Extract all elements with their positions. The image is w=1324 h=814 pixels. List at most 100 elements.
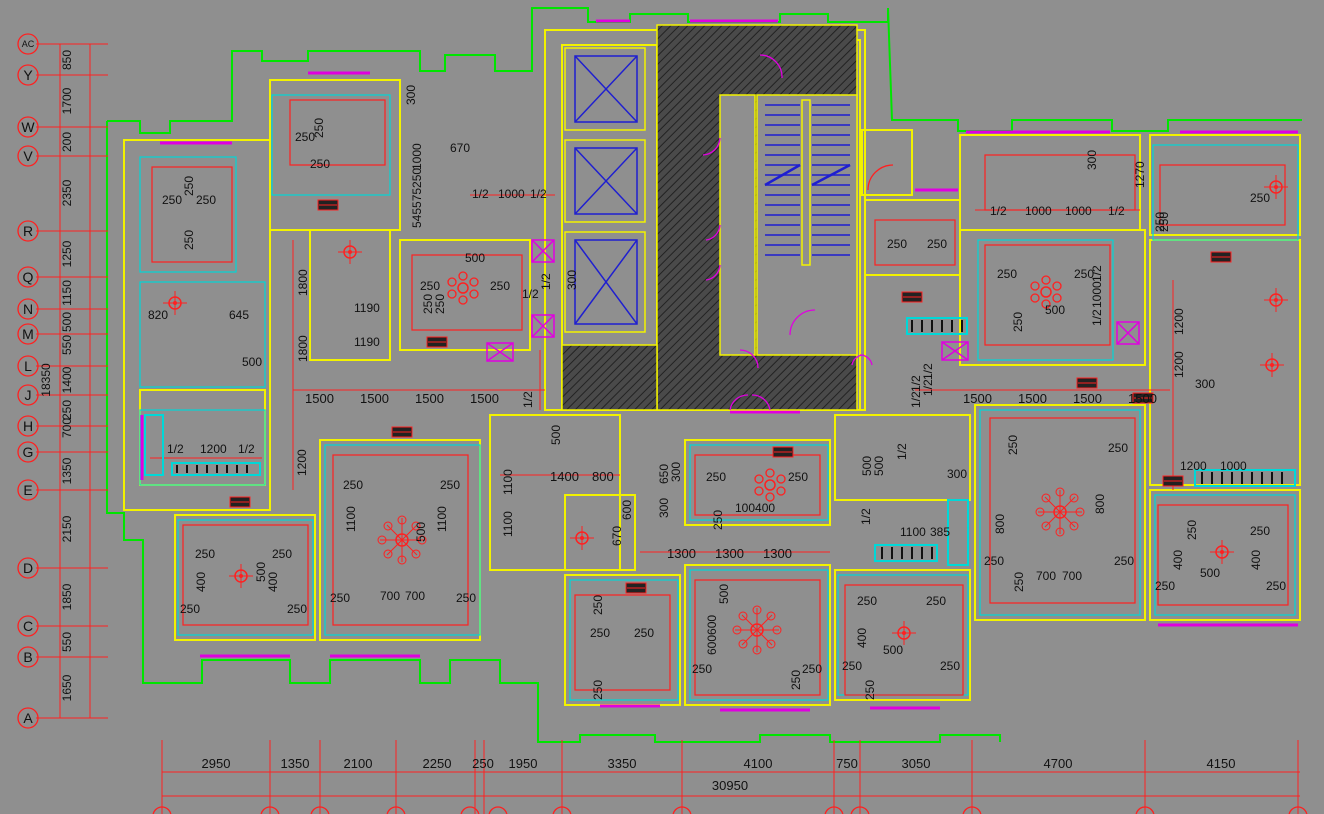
dim-label: 1190	[354, 301, 380, 315]
dim-label: 250	[196, 193, 216, 207]
dim-label: 1300	[715, 546, 744, 561]
dim-label: 250	[857, 594, 877, 608]
dim-label: 300	[947, 467, 967, 481]
dim-label: 250	[927, 237, 947, 251]
dim-label: 1500	[360, 391, 389, 406]
row-dim-1: 850	[60, 50, 74, 70]
dim-label: 600600	[705, 615, 719, 655]
row-label-h: H	[23, 418, 33, 434]
dim-label: 250	[1250, 191, 1270, 205]
dim-label: 1/2	[921, 379, 935, 396]
stairs	[764, 99, 851, 266]
dim-label: 250	[788, 470, 808, 484]
dim-label: 250	[1074, 267, 1094, 281]
dim-label: 1400	[550, 469, 579, 484]
dim-label: 1200	[1180, 459, 1207, 473]
dim-label: 800	[592, 469, 614, 484]
row-label-b: B	[23, 649, 32, 665]
row-label-e: E	[23, 482, 32, 498]
dim-label: 800	[1093, 494, 1107, 514]
dim-label: 300	[565, 270, 579, 290]
dim-label: 1200	[200, 442, 227, 456]
col-dim-11: 4700	[1044, 756, 1073, 771]
dim-label: 250	[1155, 579, 1175, 593]
doors	[702, 54, 894, 411]
dim-label: 600	[620, 500, 634, 520]
row-dim-total: 18350	[39, 363, 53, 397]
row-dim-2: 1700	[60, 87, 74, 114]
dim-label: 1/2	[990, 204, 1007, 218]
col-dim-10: 3050	[902, 756, 931, 771]
dim-label: 250	[590, 626, 610, 640]
row-label-g: G	[23, 444, 34, 460]
row-label-c: C	[23, 618, 33, 634]
dim-label: 400	[1249, 550, 1263, 570]
dim-label: 500	[1200, 566, 1220, 580]
dim-label: 1000	[1025, 204, 1052, 218]
dim-label: 250	[162, 193, 182, 207]
dim-label: 500	[860, 456, 874, 476]
dim-label: 250	[1108, 441, 1128, 455]
dim-label: 500	[883, 643, 903, 657]
row-dim-6: 1150	[60, 280, 74, 306]
dim-label: 1/2	[521, 391, 535, 408]
dim-label: 1800	[296, 269, 310, 296]
dim-label: 250	[1006, 435, 1020, 455]
dim-label: 250	[634, 626, 654, 640]
dim-label: 1/2	[539, 273, 553, 290]
column-axis: 2950 1350 2100 2250 250 1950 3350 4100 7…	[152, 740, 1308, 814]
row-label-q: Q	[23, 269, 34, 285]
dim-label: 250	[1114, 554, 1134, 568]
dim-label: 500	[549, 425, 563, 445]
ceiling-outlines	[151, 99, 1289, 696]
dim-label: 1/2	[167, 442, 184, 456]
dim-label: 300	[1195, 377, 1215, 391]
dim-label: 250	[591, 680, 605, 700]
row-dim-13: 2150	[60, 515, 74, 542]
dim-label: 500	[465, 251, 485, 265]
elevators	[564, 47, 646, 333]
row-dim-3: 200	[60, 132, 74, 152]
row-dim-8: 550	[60, 335, 74, 355]
dim-label: 1500	[1128, 391, 1157, 406]
dim-label: 250	[1153, 212, 1167, 232]
dim-label: 670	[610, 526, 624, 546]
dim-label: 100400	[735, 501, 775, 515]
dim-label: 545575250	[410, 168, 424, 228]
dim-label: 1/2	[472, 187, 489, 201]
dim-label: 250	[312, 118, 326, 138]
dim-label: 1000	[1065, 204, 1092, 218]
col-dim-1: 2950	[202, 756, 231, 771]
dim-label: 400	[266, 572, 280, 592]
dim-label: 1100	[501, 469, 515, 495]
dim-label: 385	[930, 525, 950, 539]
dim-label: 645	[229, 308, 249, 322]
dim-label: 1100	[435, 506, 449, 532]
row-dim-9: 1400	[60, 366, 74, 393]
dim-label: 1500	[305, 391, 334, 406]
dim-label: 250	[842, 659, 862, 673]
col-dim-total: 30950	[712, 778, 748, 793]
row-dim-7: 500	[60, 312, 74, 332]
row-label-a: A	[23, 710, 33, 726]
row-label-w: W	[21, 119, 35, 135]
row-dim-15: 550	[60, 632, 74, 652]
row-dim-14: 1850	[60, 583, 74, 610]
row-dim-16: 1650	[60, 674, 74, 701]
dim-label: 1/2	[909, 391, 923, 408]
dim-label: 400	[855, 628, 869, 648]
dim-label: 1000	[1090, 281, 1104, 308]
dim-label: 1500	[963, 391, 992, 406]
row-axis: AC Y W V R Q N M L J H G E D C B A 850 1…	[17, 33, 108, 729]
row-label-n: N	[23, 301, 33, 317]
col-dim-9: 750	[836, 756, 858, 771]
dim-label: 1800	[296, 335, 310, 362]
row-dim-4: 2350	[60, 179, 74, 206]
dim-label: 1/2	[909, 375, 923, 392]
radiators	[144, 317, 1296, 566]
dim-label: 400	[194, 572, 208, 592]
dim-label: 1/2	[522, 287, 539, 301]
dim-label: 250	[330, 591, 350, 605]
